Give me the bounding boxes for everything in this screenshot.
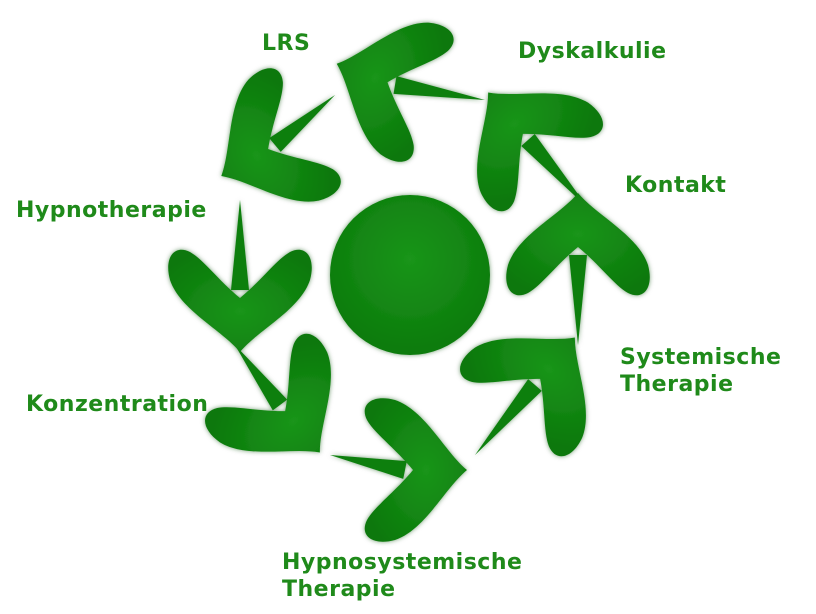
arrow-shaft xyxy=(330,455,407,479)
cycle-arrow xyxy=(205,333,331,453)
label-hypnosystemische-therapie: Hypnosystemische Therapie xyxy=(282,550,523,602)
cycle-arrow xyxy=(168,200,312,352)
arrow-head xyxy=(460,337,586,457)
arrow-shaft xyxy=(231,200,249,290)
arrow-head xyxy=(364,398,467,542)
arrow-shaft xyxy=(269,95,335,152)
cycle-arrow xyxy=(221,68,341,202)
arrow-shaft xyxy=(393,76,485,100)
arrow-shaft xyxy=(521,134,588,208)
cycle-arrow xyxy=(460,337,586,457)
cycle-arrow xyxy=(506,193,650,345)
cycle-arrow xyxy=(477,92,603,212)
label-dyskalkulie: Dyskalkulie xyxy=(518,39,667,64)
arrow-head xyxy=(221,68,341,202)
center-circle xyxy=(330,195,490,355)
label-hypnotherapie: Hypnotherapie xyxy=(16,198,207,223)
arrow-head xyxy=(506,193,650,296)
label-systemische-therapie: Systemische Therapie xyxy=(620,345,782,397)
label-kontakt: Kontakt xyxy=(625,173,727,198)
arrow-shaft xyxy=(235,345,288,411)
arrow-head xyxy=(336,22,454,162)
label-lrs: LRS xyxy=(262,31,311,56)
cycle-arrow xyxy=(330,398,467,542)
arrow-head xyxy=(477,92,603,212)
label-konzentration: Konzentration xyxy=(26,392,209,417)
arrow-head xyxy=(205,333,331,453)
arrow-shaft xyxy=(475,379,542,455)
cycle-arrow xyxy=(336,22,485,162)
arrow-head xyxy=(168,249,312,352)
arrow-shaft xyxy=(569,255,587,345)
